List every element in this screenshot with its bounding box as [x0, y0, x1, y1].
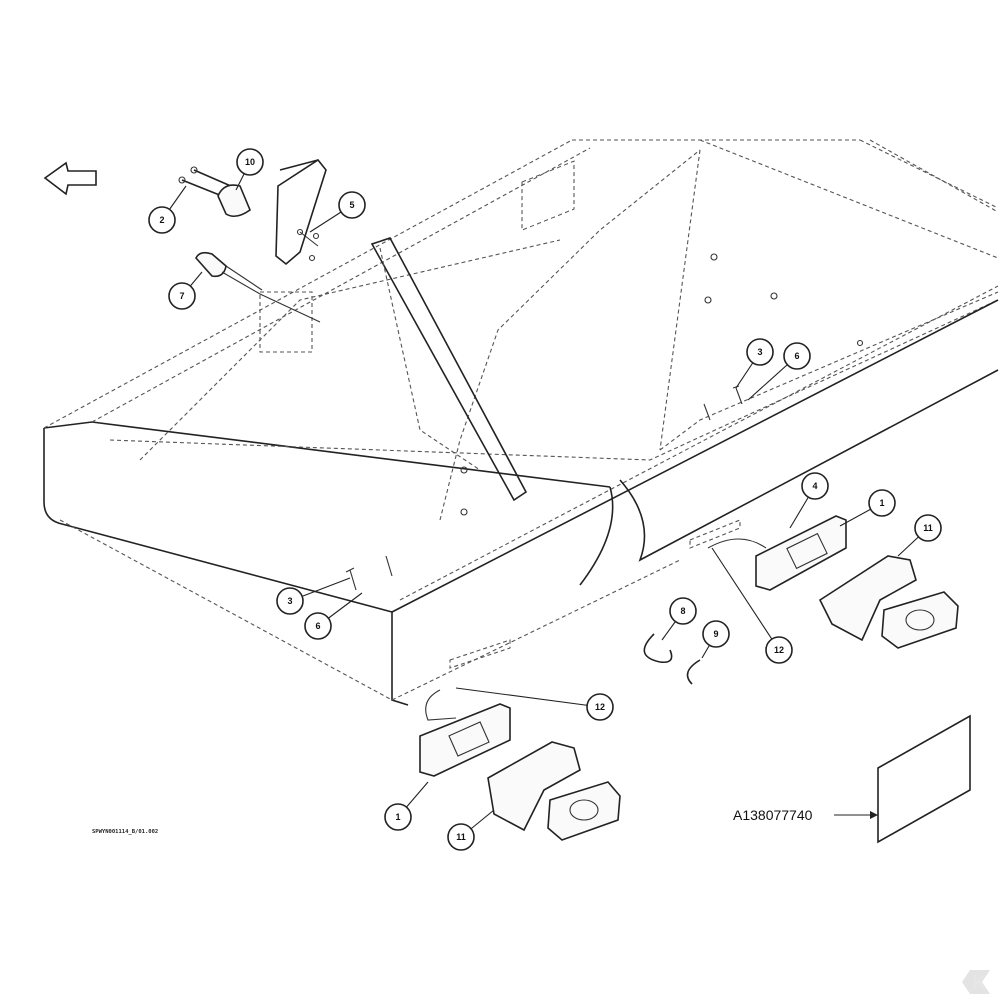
clip-parts	[643, 633, 701, 685]
hopper-tank	[43, 139, 999, 706]
svg-text:K: K	[972, 972, 987, 994]
callout-11: 11	[897, 514, 942, 557]
decal-panel	[834, 714, 971, 844]
callout-label: 8	[680, 606, 685, 616]
watermark-logo-icon: K	[962, 970, 990, 994]
callout-6: 6	[304, 592, 363, 640]
callout-label: 3	[287, 596, 292, 606]
callout-7: 7	[168, 271, 203, 310]
part-number-label: A138077740	[733, 807, 813, 823]
callout-11: 11	[447, 809, 495, 851]
callout-label: 10	[245, 157, 255, 167]
callout-label: 7	[179, 291, 184, 301]
callout-label: 5	[349, 200, 354, 210]
callout-1: 1	[839, 489, 896, 527]
light-assembly-left	[419, 689, 621, 841]
callout-label: 6	[794, 351, 799, 361]
callout-12: 12	[455, 687, 614, 721]
callout-5: 5	[309, 191, 366, 233]
callout-label: 2	[159, 215, 164, 225]
callout-6: 6	[747, 342, 811, 401]
callout-label: 12	[774, 645, 784, 655]
sensor-bracket-assembly	[178, 158, 327, 266]
callout-label: 6	[315, 621, 320, 631]
callout-label: 3	[757, 347, 762, 357]
callout-8: 8	[661, 597, 697, 641]
callout-label: 4	[812, 481, 817, 491]
callout-label: 1	[395, 812, 400, 822]
drawing-reference: SPWYN001114_B/01.002	[92, 829, 158, 835]
callout-label: 12	[595, 702, 605, 712]
callout-label: 9	[713, 629, 718, 639]
callout-label: 11	[456, 832, 466, 842]
callout-4: 4	[789, 472, 829, 529]
sensor-with-cable	[195, 251, 321, 323]
callout-1: 1	[384, 781, 429, 831]
callout-label: 1	[879, 498, 884, 508]
callout-2: 2	[148, 185, 187, 234]
light-assembly-right	[707, 515, 959, 649]
callout-9: 9	[701, 620, 730, 659]
callout-3: 3	[276, 577, 351, 615]
callout-12: 12	[711, 547, 793, 664]
fastener-group	[345, 385, 743, 591]
callout-label: 11	[923, 523, 933, 533]
callout-10: 10	[235, 148, 264, 191]
direction-arrow-icon	[43, 161, 97, 196]
callout-3: 3	[735, 338, 774, 389]
